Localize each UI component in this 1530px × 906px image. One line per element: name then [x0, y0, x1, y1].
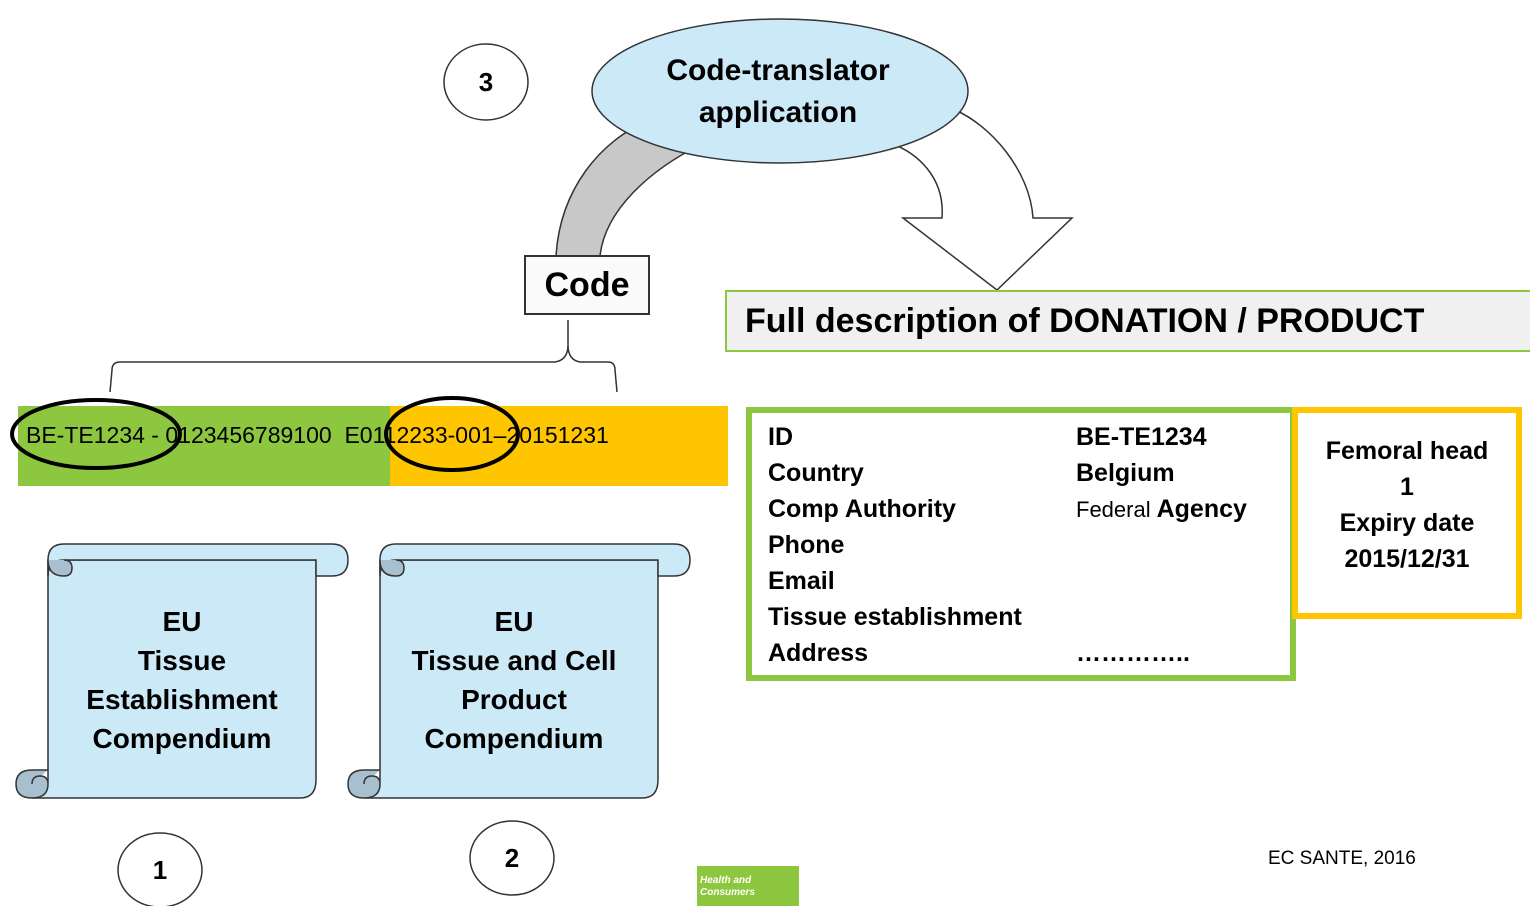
- code-part-donation: 0123456789100: [165, 422, 332, 448]
- id-value: BE-TE1234: [1076, 423, 1207, 451]
- footer-credit: EC SANTE, 2016: [1268, 848, 1416, 869]
- code-string: BE-TE1234 - 0123456789100 E0112233-001–2…: [26, 422, 609, 449]
- code-label: Code: [544, 265, 630, 304]
- full-description-title: Full description of DONATION / PRODUCT: [725, 290, 1530, 352]
- expiry-label: Expiry date: [1339, 509, 1475, 537]
- authority-label: Comp Authority: [768, 495, 956, 523]
- circle-3: [443, 43, 529, 121]
- circle-2: [469, 820, 555, 896]
- health-consumers-logo: Health and Consumers: [697, 866, 799, 906]
- code-bar-green: [18, 406, 390, 486]
- scroll-1-line-1: EU: [162, 606, 202, 637]
- code-part-product: E0112233-: [344, 422, 456, 448]
- authority-value-small: Federal: [1076, 497, 1151, 522]
- code-part-te: BE-TE1234: [26, 422, 145, 448]
- logo-line-2: Consumers: [700, 887, 756, 898]
- translator-line-1: Code-translator: [666, 54, 890, 87]
- circle-3-label: 3: [478, 67, 494, 97]
- te-info-box: ID BE-TE1234 Country Belgium Comp Author…: [746, 407, 1296, 681]
- translator-label: Code-translator application: [598, 50, 958, 134]
- authority-value: Federal Agency: [1076, 495, 1247, 524]
- code-label-box: Code: [524, 255, 650, 315]
- authority-value-main: Agency: [1150, 495, 1247, 523]
- expiry-date: 2015/12/31: [1344, 545, 1470, 573]
- scroll-2-line-2: Tissue and Cell: [411, 645, 617, 676]
- product-highlight-oval: [384, 396, 520, 472]
- id-label: ID: [768, 423, 793, 451]
- code-translator-ellipse: [591, 18, 969, 164]
- country-label: Country: [768, 459, 864, 487]
- phone-label: Phone: [768, 531, 845, 559]
- logo-line-1: Health and: [700, 875, 752, 886]
- scroll-1-text: EU Tissue Establishment Compendium: [48, 602, 316, 758]
- code-brace: [109, 320, 618, 393]
- country-value: Belgium: [1076, 459, 1175, 487]
- scroll-1-line-2: Tissue: [137, 645, 227, 676]
- circle-2-label: 2: [504, 843, 520, 873]
- scroll-1-line-4: Compendium: [92, 723, 272, 754]
- address-label: Address: [768, 639, 869, 667]
- scroll-2-line-1: EU: [494, 606, 534, 637]
- scroll-1: [15, 543, 349, 799]
- email-label: Email: [768, 567, 835, 595]
- circle-1-label: 1: [152, 855, 168, 885]
- product-name: Femoral head: [1325, 437, 1489, 465]
- code-sep-1: -: [144, 422, 166, 448]
- te-highlight-oval: [10, 398, 182, 470]
- scroll-2-line-4: Compendium: [424, 723, 604, 754]
- code-bar-yellow: [390, 406, 728, 486]
- scroll-2-text: EU Tissue and Cell Product Compendium: [374, 602, 654, 758]
- translator-line-2: application: [698, 96, 858, 129]
- scroll-2: [347, 543, 691, 799]
- address-value: …………..: [1076, 639, 1190, 667]
- code-bar: BE-TE1234 - 0123456789100 E0112233-001–2…: [18, 406, 728, 486]
- tissue-label: Tissue establishment: [768, 603, 1022, 631]
- white-curved-arrow: [879, 109, 1074, 291]
- logo-text: Health and Consumers: [700, 875, 755, 899]
- product-number: 1: [1400, 473, 1414, 501]
- product-info-box: Femoral head 1 Expiry date 2015/12/31: [1292, 407, 1522, 619]
- circle-1: [117, 832, 203, 906]
- scroll-2-line-3: Product: [461, 684, 567, 715]
- scroll-1-line-3: Establishment: [86, 684, 278, 715]
- code-part-rest: 001–20151231: [455, 422, 609, 448]
